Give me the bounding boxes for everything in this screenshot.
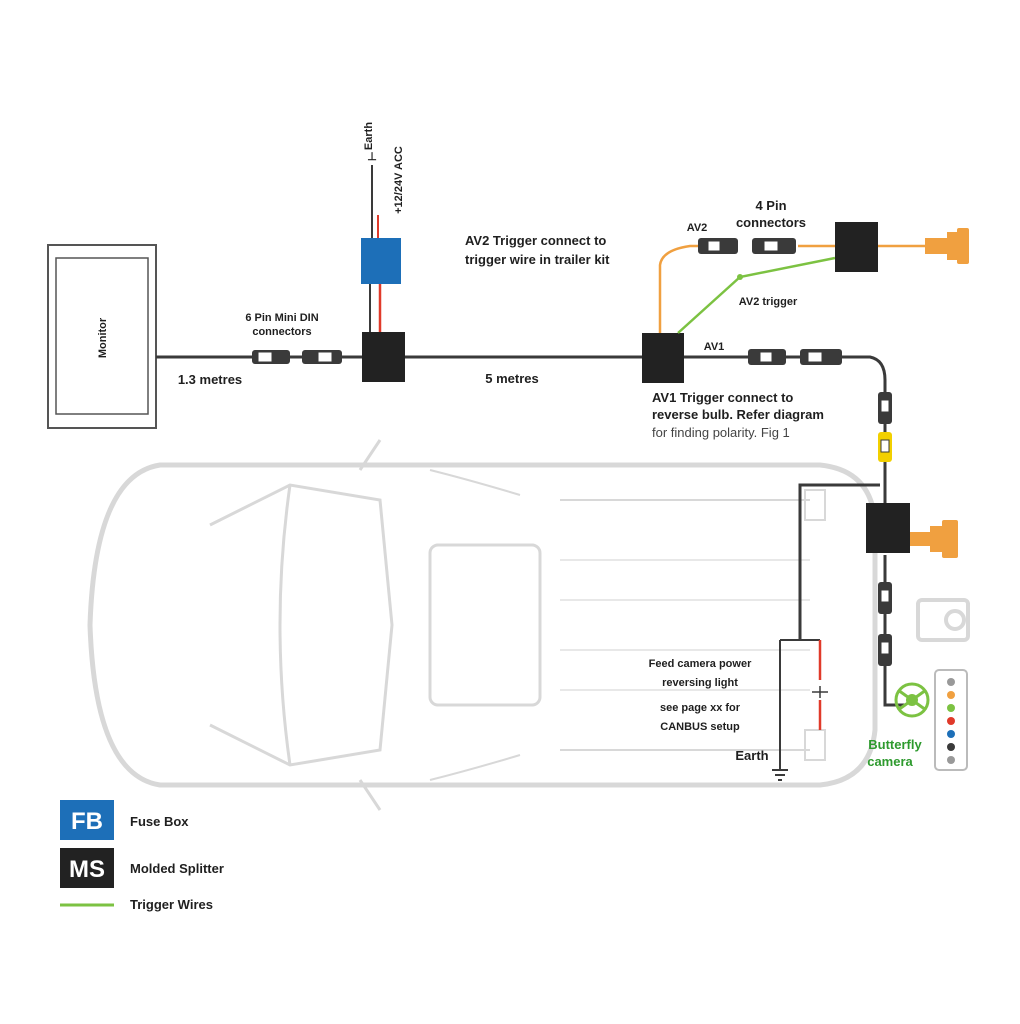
av1-trigger-note-1: AV1 Trigger connect to [652,390,793,405]
av2-label: AV2 [687,222,708,234]
mini-din-label-2: connectors [252,326,311,338]
av1-trigger-note-2: reverse bulb. Refer diagram [652,407,824,422]
av2-orange-wire [658,244,925,333]
mini-din-label-1: 6 Pin Mini DIN [245,312,318,324]
tow-bar [916,598,970,642]
molded-splitter-rear [866,503,910,553]
legend-ms-code: MS [69,856,105,883]
distance-1-3m: 1.3 metres [178,372,242,387]
reverse-note-2: reversing light [662,677,738,689]
rear-connectors [878,392,892,666]
mini-din-connectors [252,350,342,364]
av2-trigger-note-2: trigger wire in trailer kit [465,252,610,267]
legend: FB Fuse Box MS Molded Splitter Trigger W… [60,800,224,912]
av1-label: AV1 [704,341,725,353]
reverse-light-wiring [772,639,828,781]
legend-trigger-text: Trigger Wires [130,897,213,912]
butterfly-label-2: camera [867,754,913,769]
four-pin-label-1: 4 Pin [755,198,786,213]
butterfly-label-1: Butterfly [868,737,922,752]
reverse-note-1: Feed camera power [649,658,752,670]
distance-5m: 5 metres [485,371,538,386]
legend-ms-text: Molded Splitter [130,861,224,876]
legend-fb-swatch [60,800,114,840]
earth-bottom-label: Earth [735,748,768,763]
monitor: Monitor [47,244,157,429]
fuse-box [361,238,401,284]
av1-connectors [748,349,842,365]
molded-splitter-1 [362,332,405,382]
reverse-note-4: CANBUS setup [660,721,740,733]
legend-fb-text: Fuse Box [130,814,189,829]
power-label: +12/24V ACC [393,146,405,214]
butterfly-camera [894,682,930,718]
trailer-socket [934,669,968,771]
trailer-plug-top [925,228,969,264]
svg-text:⊥: ⊥ [367,151,377,163]
monitor-label: Monitor [97,317,109,358]
four-pin-label-2: connectors [736,215,806,230]
trailer-plug-rear [910,520,958,558]
four-pin-connectors [698,238,796,254]
molded-splitter-2 [642,333,684,383]
av2-trigger-note-1: AV2 Trigger connect to [465,233,606,248]
av2-trigger-short: AV2 trigger [739,296,798,308]
trailer-splitter [835,222,878,272]
earth-top-label: Earth [363,122,375,150]
legend-fb-code: FB [71,808,103,835]
av1-polarity-note: for finding polarity. Fig 1 [652,425,790,440]
legend-ms-swatch [60,848,114,888]
reverse-note-3: see page xx for [660,702,741,714]
